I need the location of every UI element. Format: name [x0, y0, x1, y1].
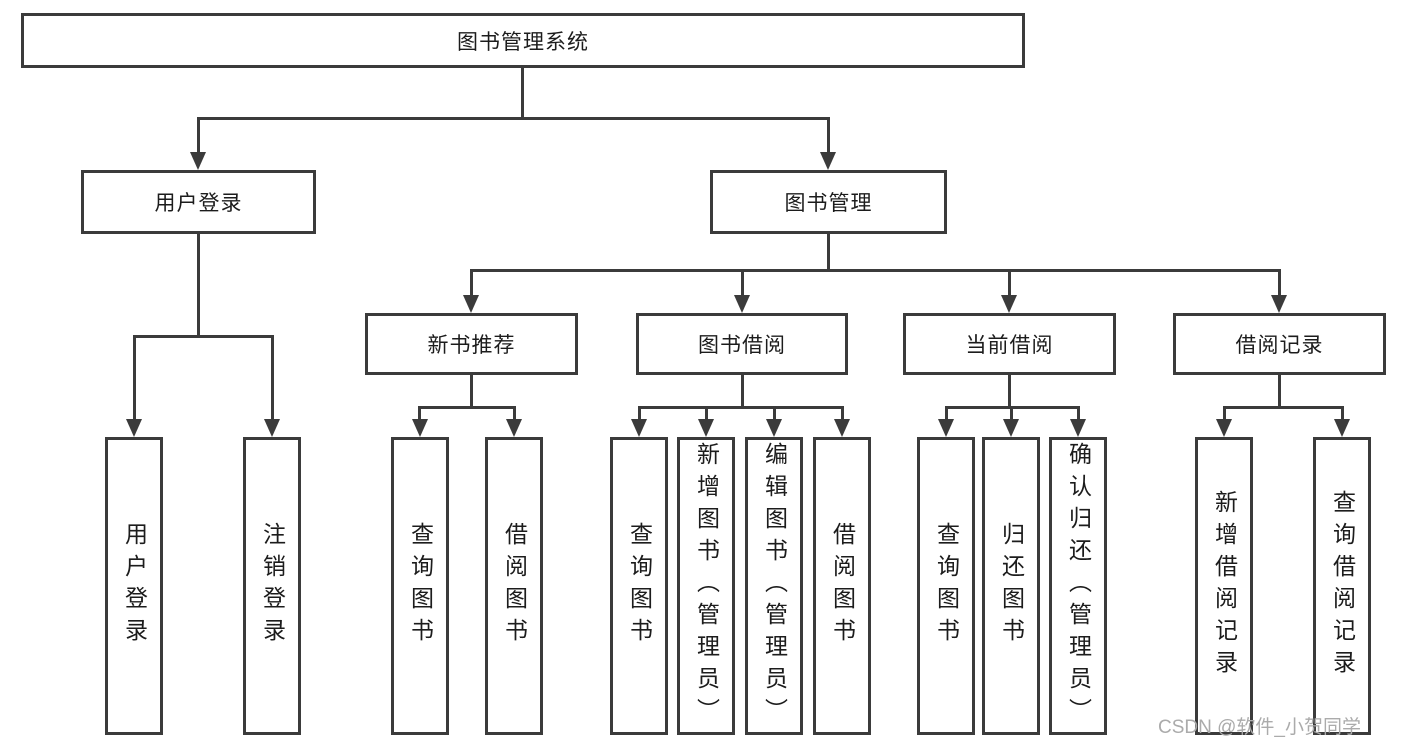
leaf-edit-books-admin-label: 编辑图书（管理员）: [761, 442, 788, 730]
leaf-edit-books-admin: 编辑图书（管理员）: [745, 437, 803, 735]
leaf-borrow-books: 借阅图书: [813, 437, 871, 735]
leaf-query-books-current-label: 查询图书: [933, 522, 960, 650]
leaf-confirm-return-admin-label: 确认归还（管理员）: [1065, 442, 1092, 730]
leaf-add-books-admin: 新增图书（管理员）: [677, 437, 735, 735]
arrowhead-down: [1216, 419, 1232, 437]
connector-stem: [827, 117, 830, 157]
node-book-borrow-label: 图书借阅: [698, 334, 786, 357]
csdn-watermark: CSDN @软件_小贺同学: [1158, 717, 1361, 738]
arrowhead-down: [698, 419, 714, 437]
leaf-add-borrow-record-label: 新增借阅记录: [1211, 490, 1238, 682]
node-book-management: 图书管理: [710, 170, 947, 234]
connector-split: [638, 406, 844, 409]
arrowhead-down: [506, 419, 522, 437]
node-borrow-records: 借阅记录: [1173, 313, 1386, 375]
node-book-management-label: 图书管理: [784, 192, 873, 215]
leaf-add-books-admin-label: 新增图书（管理员）: [693, 442, 720, 730]
leaf-user-login: 用户登录: [105, 437, 163, 735]
arrowhead-down: [190, 152, 206, 170]
connector-stem: [513, 406, 516, 422]
arrowhead-down: [734, 295, 750, 313]
arrowhead-down: [766, 419, 782, 437]
arrowhead-down: [1271, 295, 1287, 313]
leaf-logout: 注销登录: [243, 437, 301, 735]
connector-stem: [418, 406, 421, 422]
node-new-book-recommend-label: 新书推荐: [427, 334, 516, 357]
connector-split: [419, 406, 516, 409]
connector-stem: [841, 406, 844, 422]
leaf-borrow-books-recommend: 借阅图书: [485, 437, 543, 735]
arrowhead-down: [834, 419, 850, 437]
connector-stem: [1278, 269, 1281, 297]
connector-level2-split: [197, 117, 830, 120]
node-user-login: 用户登录: [81, 170, 316, 234]
connector-stem: [773, 406, 776, 422]
arrowhead-down: [820, 152, 836, 170]
node-book-borrow: 图书借阅: [636, 313, 848, 375]
leaf-query-borrow-record: 查询借阅记录: [1313, 437, 1371, 735]
arrowhead-down: [463, 295, 479, 313]
connector-stem: [945, 406, 948, 422]
leaf-borrow-books-label: 借阅图书: [829, 522, 856, 650]
arrowhead-down: [264, 419, 280, 437]
connector-stem: [827, 231, 830, 271]
connector-stem: [197, 117, 200, 157]
connector-stem: [271, 335, 274, 421]
arrowhead-down: [1070, 419, 1086, 437]
connector-stem: [1008, 372, 1011, 409]
connector-stem: [1278, 372, 1281, 409]
leaf-query-books-borrow-label: 查询图书: [626, 522, 653, 650]
connector-stem: [705, 406, 708, 422]
leaf-user-login-label: 用户登录: [121, 522, 148, 650]
connector-stem: [741, 269, 744, 297]
node-root-label: 图书管理系统: [457, 30, 589, 54]
leaf-confirm-return-admin: 确认归还（管理员）: [1049, 437, 1107, 735]
node-new-book-recommend: 新书推荐: [365, 313, 578, 375]
connector-stem: [470, 372, 473, 409]
connector-stem: [1223, 406, 1226, 422]
node-current-borrow: 当前借阅: [903, 313, 1116, 375]
node-user-login-label: 用户登录: [154, 192, 243, 215]
connector-stem: [1077, 406, 1080, 422]
connector-root-stem: [521, 66, 524, 119]
connector-stem: [1010, 406, 1013, 422]
leaf-query-books-recommend-label: 查询图书: [407, 522, 434, 650]
leaf-return-books: 归还图书: [982, 437, 1040, 735]
arrowhead-down: [1001, 295, 1017, 313]
connector-level3-split: [470, 269, 1281, 272]
arrowhead-down: [412, 419, 428, 437]
leaf-query-borrow-record-label: 查询借阅记录: [1329, 490, 1356, 682]
node-current-borrow-label: 当前借阅: [965, 334, 1054, 357]
arrowhead-down: [938, 419, 954, 437]
connector-stem: [470, 269, 473, 297]
connector-stem: [638, 406, 641, 422]
connector-stem: [1008, 269, 1011, 297]
leaf-query-books-recommend: 查询图书: [391, 437, 449, 735]
connector-stem: [197, 231, 200, 337]
node-borrow-records-label: 借阅记录: [1235, 334, 1324, 357]
leaf-borrow-books-recommend-label: 借阅图书: [501, 522, 528, 650]
leaf-query-books-borrow: 查询图书: [610, 437, 668, 735]
leaf-return-books-label: 归还图书: [998, 522, 1025, 650]
arrowhead-down: [631, 419, 647, 437]
arrowhead-down: [1334, 419, 1350, 437]
connector-stem: [133, 335, 136, 421]
connector-split: [133, 335, 274, 338]
leaf-logout-label: 注销登录: [259, 522, 286, 650]
connector-split: [1223, 406, 1344, 409]
leaf-query-books-current: 查询图书: [917, 437, 975, 735]
arrowhead-down: [126, 419, 142, 437]
leaf-add-borrow-record: 新增借阅记录: [1195, 437, 1253, 735]
connector-stem: [741, 372, 744, 409]
arrowhead-down: [1003, 419, 1019, 437]
node-root: 图书管理系统: [21, 13, 1025, 68]
connector-stem: [1341, 406, 1344, 422]
